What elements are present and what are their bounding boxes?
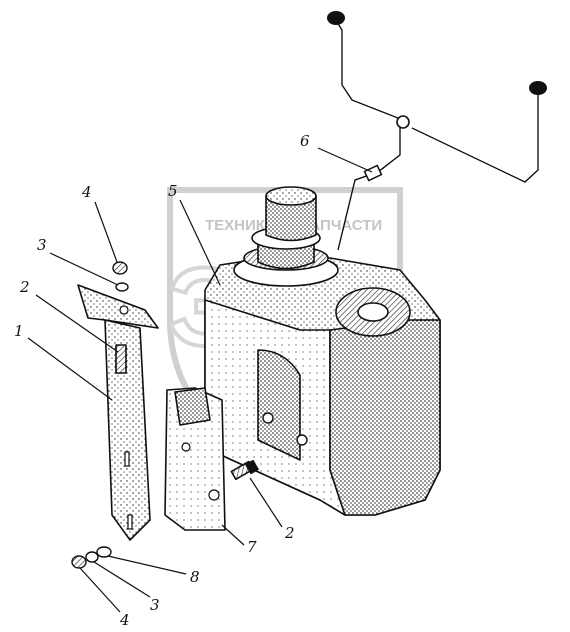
callout-8: 8 [190, 568, 200, 586]
bracket-slot-1 [124, 451, 130, 467]
callout-7: 7 [247, 538, 257, 556]
callout-4-bottom: 4 [119, 611, 130, 629]
leader-8 [107, 555, 187, 575]
watermark-text-top: ТЕХНИКА [205, 217, 276, 234]
pump-motor [265, 195, 317, 242]
leader-3b [93, 561, 151, 598]
hose-clamp [363, 164, 383, 182]
nozzle-left [327, 11, 345, 25]
bracket-bolt [115, 344, 127, 374]
leader-1 [27, 337, 113, 401]
callout-2-left: 2 [19, 278, 30, 296]
leader-4a [94, 201, 118, 263]
callout-6: 6 [300, 132, 310, 150]
bracket-hole-top [119, 305, 129, 315]
leader-4b [79, 567, 121, 613]
washer-top [115, 282, 129, 292]
reservoir-mount-recess [257, 349, 301, 461]
bracket-top-plate [77, 284, 159, 329]
bolt-right [230, 459, 259, 481]
washer-bottom [96, 546, 112, 558]
nut-bottom [71, 555, 87, 569]
recess-hole-2 [296, 434, 308, 446]
support-hole-1 [181, 442, 191, 452]
callout-labels: 4 3 2 1 5 6 2 7 8 3 4 [14, 132, 310, 629]
leader-lines [27, 147, 373, 613]
lock-washer-bottom [85, 551, 99, 563]
mounting-bracket [77, 284, 159, 541]
tee-connector [396, 115, 410, 129]
reservoir-side-shadow [329, 319, 441, 516]
washer-hose-assembly [327, 11, 547, 251]
leader-2b [249, 477, 283, 528]
leader-2a [35, 294, 119, 353]
pump-motor-cap [265, 186, 317, 206]
leader-6 [317, 147, 373, 173]
bracket-strip [104, 319, 151, 541]
callout-3-top: 3 [37, 236, 47, 254]
callout-2-right: 2 [284, 524, 295, 542]
bracket-slot-2 [127, 514, 133, 530]
support-hole-2 [208, 489, 220, 501]
filler-cap-center [357, 302, 389, 322]
leader-3a [49, 252, 119, 286]
fasteners [71, 261, 129, 569]
callout-5: 5 [168, 182, 178, 200]
callout-4-top: 4 [81, 183, 92, 201]
leader-7 [221, 524, 245, 546]
nut-top [112, 261, 128, 275]
callout-1: 1 [14, 322, 24, 340]
support-bracket [164, 387, 226, 531]
callout-3-bottom: 3 [150, 596, 160, 614]
watermark-text-right: ЗАПЧАСТИ [300, 217, 382, 234]
nozzle-right [529, 81, 547, 95]
leader-5 [179, 199, 221, 286]
recess-hole-1 [262, 412, 274, 424]
support-bracket-flange [174, 387, 211, 426]
